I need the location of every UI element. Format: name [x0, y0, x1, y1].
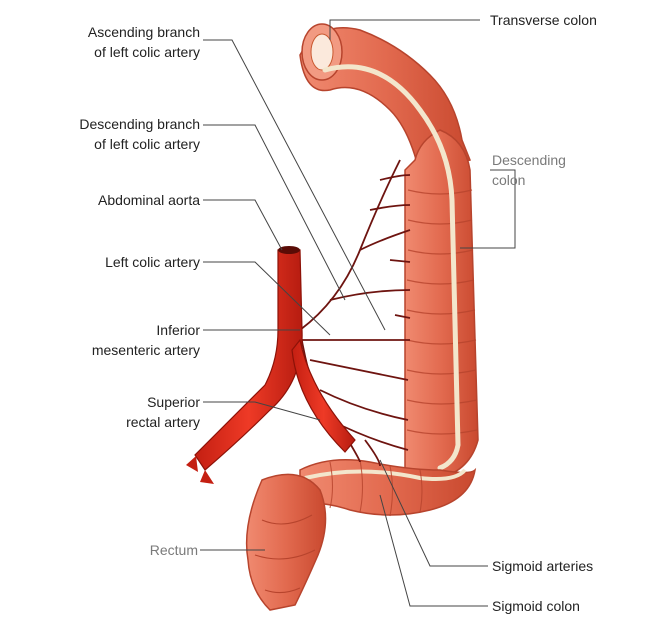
label-superior-rectal-line2: rectal artery [10, 412, 200, 432]
label-transverse-colon: Transverse colon [490, 10, 597, 30]
label-descending-branch-line1: Descending branch [0, 114, 200, 134]
label-rectum-text: Rectum [10, 540, 198, 560]
label-inferior-mesenteric-line2: mesenteric artery [10, 340, 200, 360]
aorta-shape [186, 246, 355, 484]
label-superior-rectal-line1: Superior [10, 392, 200, 412]
label-superior-rectal: Superior rectal artery [10, 392, 200, 432]
label-left-colic-artery-text: Left colic artery [10, 252, 200, 272]
label-ascending-branch-line1: Ascending branch [10, 22, 200, 42]
label-descending-colon: Descending colon [492, 150, 566, 190]
label-inferior-mesenteric: Inferior mesenteric artery [10, 320, 200, 360]
label-sigmoid-colon: Sigmoid colon [492, 596, 580, 616]
label-ascending-branch-line2: of left colic artery [10, 42, 200, 62]
label-sigmoid-colon-text: Sigmoid colon [492, 596, 580, 616]
label-rectum: Rectum [10, 540, 198, 560]
label-sigmoid-arteries: Sigmoid arteries [492, 556, 593, 576]
vessel-network [300, 160, 410, 466]
label-sigmoid-arteries-text: Sigmoid arteries [492, 556, 593, 576]
label-ascending-branch: Ascending branch of left colic artery [10, 22, 200, 62]
label-descending-branch: Descending branch of left colic artery [0, 114, 200, 154]
label-left-colic-artery: Left colic artery [10, 252, 200, 272]
label-descending-colon-line1: Descending [492, 150, 566, 170]
label-abdominal-aorta: Abdominal aorta [10, 190, 200, 210]
label-abdominal-aorta-text: Abdominal aorta [10, 190, 200, 210]
label-transverse-colon-text: Transverse colon [490, 10, 597, 30]
label-descending-branch-line2: of left colic artery [0, 134, 200, 154]
rectum-shape [247, 474, 326, 610]
label-descending-colon-line2: colon [492, 170, 566, 190]
label-inferior-mesenteric-line1: Inferior [10, 320, 200, 340]
